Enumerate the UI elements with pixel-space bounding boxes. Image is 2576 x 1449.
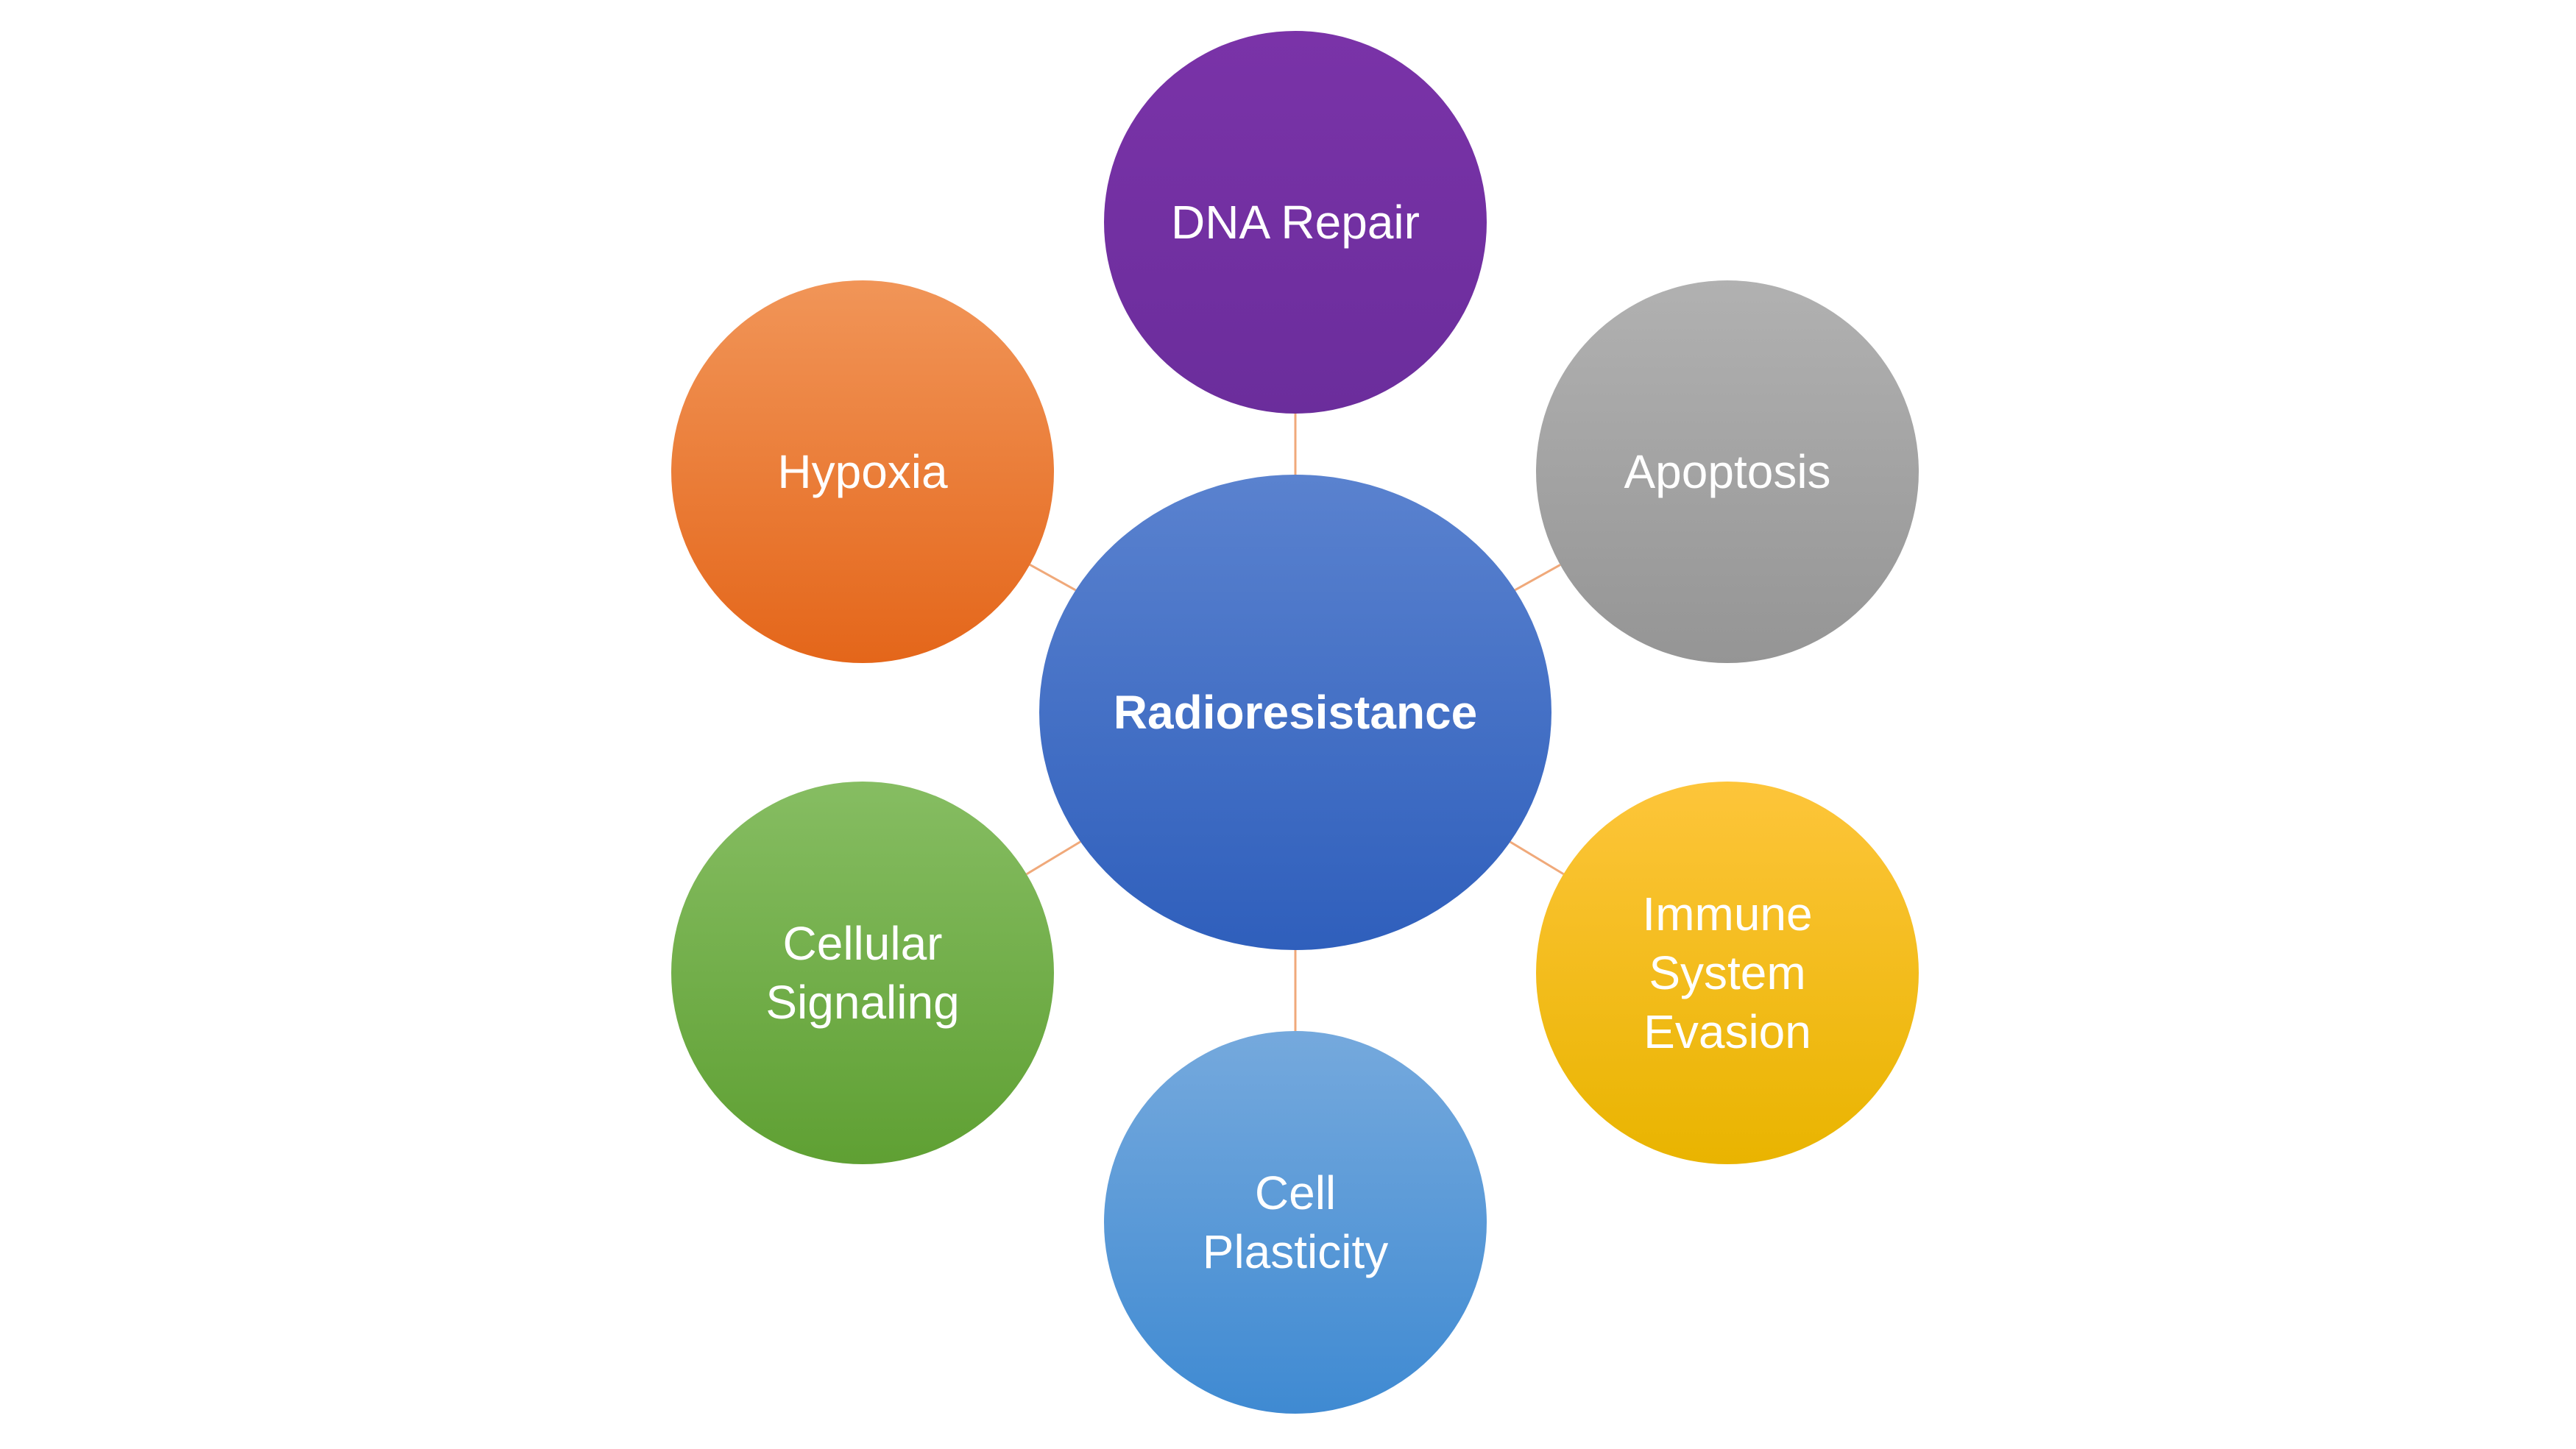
node-label-line: Evasion [1643, 1005, 1811, 1058]
node-circle-dna-repair [1104, 31, 1487, 414]
node-circle-hypoxia [671, 280, 1054, 663]
node-apoptosis: Apoptosis [1536, 280, 1919, 663]
node-label-line: DNA Repair [1171, 196, 1420, 249]
node-label-hypoxia: Hypoxia [777, 445, 948, 498]
node-label-line: Plasticity [1203, 1225, 1389, 1278]
node-label-line: Cell [1255, 1166, 1336, 1219]
connector-hypoxia [1029, 564, 1077, 592]
node-label-line: Immune [1642, 888, 1812, 940]
node-label-apoptosis: Apoptosis [1624, 445, 1830, 498]
node-label-line: Cellular [783, 917, 943, 970]
connector-cellular-signaling [1025, 840, 1081, 876]
node-circle-cell-plasticity [1104, 1031, 1487, 1414]
node-label-line: Hypoxia [777, 445, 948, 498]
node-label-dna-repair: DNA Repair [1171, 196, 1420, 249]
node-hypoxia: Hypoxia [671, 280, 1054, 663]
center-label: Radioresistance [1114, 686, 1477, 739]
node-circle-apoptosis [1536, 280, 1919, 663]
connector-apoptosis [1514, 564, 1561, 592]
node-circle-immune-system-evasion [1536, 782, 1919, 1164]
center-node: Radioresistance [1039, 475, 1551, 950]
node-dna-repair: DNA Repair [1104, 31, 1487, 414]
node-label-line: Signaling [765, 976, 959, 1029]
connector-lines [1025, 414, 1565, 1031]
center-ellipse [1039, 475, 1551, 950]
node-label-line: System [1649, 946, 1805, 999]
node-circle-cellular-signaling [671, 782, 1054, 1164]
connector-immune-system-evasion [1510, 840, 1565, 876]
node-label-line: Apoptosis [1624, 445, 1830, 498]
